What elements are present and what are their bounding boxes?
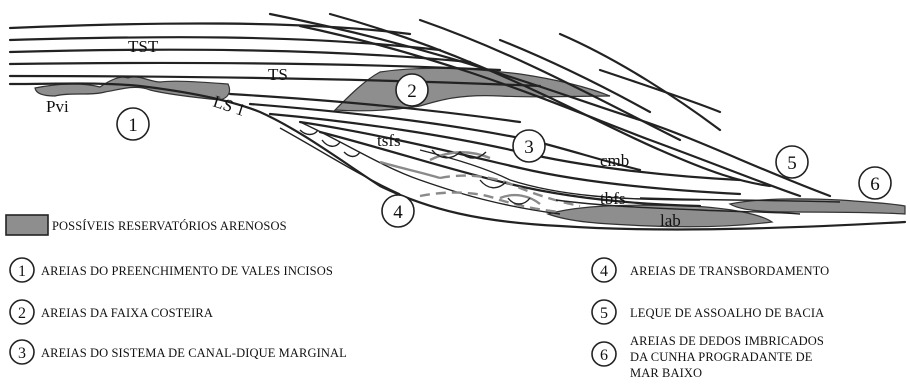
legend-item-1: 1 AREIAS DO PREENCHIMENTO DE VALES INCIS… — [10, 258, 333, 282]
legend-item-text-line3: MAR BAIXO — [630, 366, 702, 380]
marker-5: 5 — [776, 146, 808, 178]
svg-text:5: 5 — [600, 305, 608, 322]
legend-item-6: 6 AREIAS DE DEDOS IMBRICADOS DA CUNHA PR… — [592, 334, 824, 380]
legend-reservoir-swatch — [6, 215, 48, 235]
legend-item-5: 5 LEQUE DE ASSOALHO DE BACIA — [592, 300, 824, 324]
label-lab: lab — [660, 211, 681, 230]
svg-text:2: 2 — [407, 81, 417, 102]
svg-text:5: 5 — [787, 153, 797, 174]
legend-item-text: AREIAS DA FAIXA COSTEIRA — [41, 306, 213, 320]
clinoform-line — [600, 70, 720, 112]
label-ls1: LS 1 — [211, 92, 248, 120]
label-pvi: Pvi — [46, 97, 69, 116]
legend-item-2: 2 AREIAS DA FAIXA COSTEIRA — [10, 300, 213, 324]
marker-3: 3 — [513, 130, 545, 162]
label-tsfs: tsfs — [377, 131, 401, 150]
label-tbfs: tbfs — [600, 189, 626, 208]
svg-text:3: 3 — [18, 345, 26, 362]
legend-item-text: AREIAS DE TRANSBORDAMENTO — [630, 264, 829, 278]
legend-item-text: AREIAS DO SISTEMA DE CANAL-DIQUE MARGINA… — [41, 346, 347, 360]
legend-item-text: AREIAS DO PREENCHIMENTO DE VALES INCISOS — [41, 264, 333, 278]
svg-text:6: 6 — [870, 174, 880, 195]
clinoform-line — [560, 34, 720, 130]
svg-text:6: 6 — [600, 347, 608, 364]
svg-text:1: 1 — [128, 115, 138, 136]
legend-item-3: 3 AREIAS DO SISTEMA DE CANAL-DIQUE MARGI… — [10, 340, 347, 364]
legend-item-text: LEQUE DE ASSOALHO DE BACIA — [630, 306, 824, 320]
legend-item-text-line1: AREIAS DE DEDOS IMBRICADOS — [630, 334, 824, 348]
legend-item-text-line2: DA CUNHA PROGRADANTE DE — [630, 350, 813, 364]
label-cmb: cmb — [600, 151, 629, 170]
svg-text:4: 4 — [600, 263, 608, 280]
marker-4: 4 — [382, 195, 414, 227]
svg-text:1: 1 — [18, 263, 26, 280]
legend-reservoir-label: POSSÍVEIS RESERVATÓRIOS ARENOSOS — [52, 219, 287, 233]
svg-text:4: 4 — [393, 202, 403, 223]
marker-1: 1 — [117, 108, 149, 140]
legend: POSSÍVEIS RESERVATÓRIOS ARENOSOS 1 AREIA… — [6, 215, 829, 380]
svg-text:3: 3 — [524, 137, 534, 158]
svg-text:2: 2 — [18, 305, 26, 322]
channel-scour — [508, 198, 530, 204]
legend-reservoir: POSSÍVEIS RESERVATÓRIOS ARENOSOS — [6, 215, 287, 235]
label-tst: TST — [128, 37, 159, 56]
marker-2: 2 — [396, 74, 428, 106]
marker-6: 6 — [859, 167, 891, 199]
legend-item-4: 4 AREIAS DE TRANSBORDAMENTO — [592, 258, 829, 282]
label-ts: TS — [268, 65, 288, 84]
